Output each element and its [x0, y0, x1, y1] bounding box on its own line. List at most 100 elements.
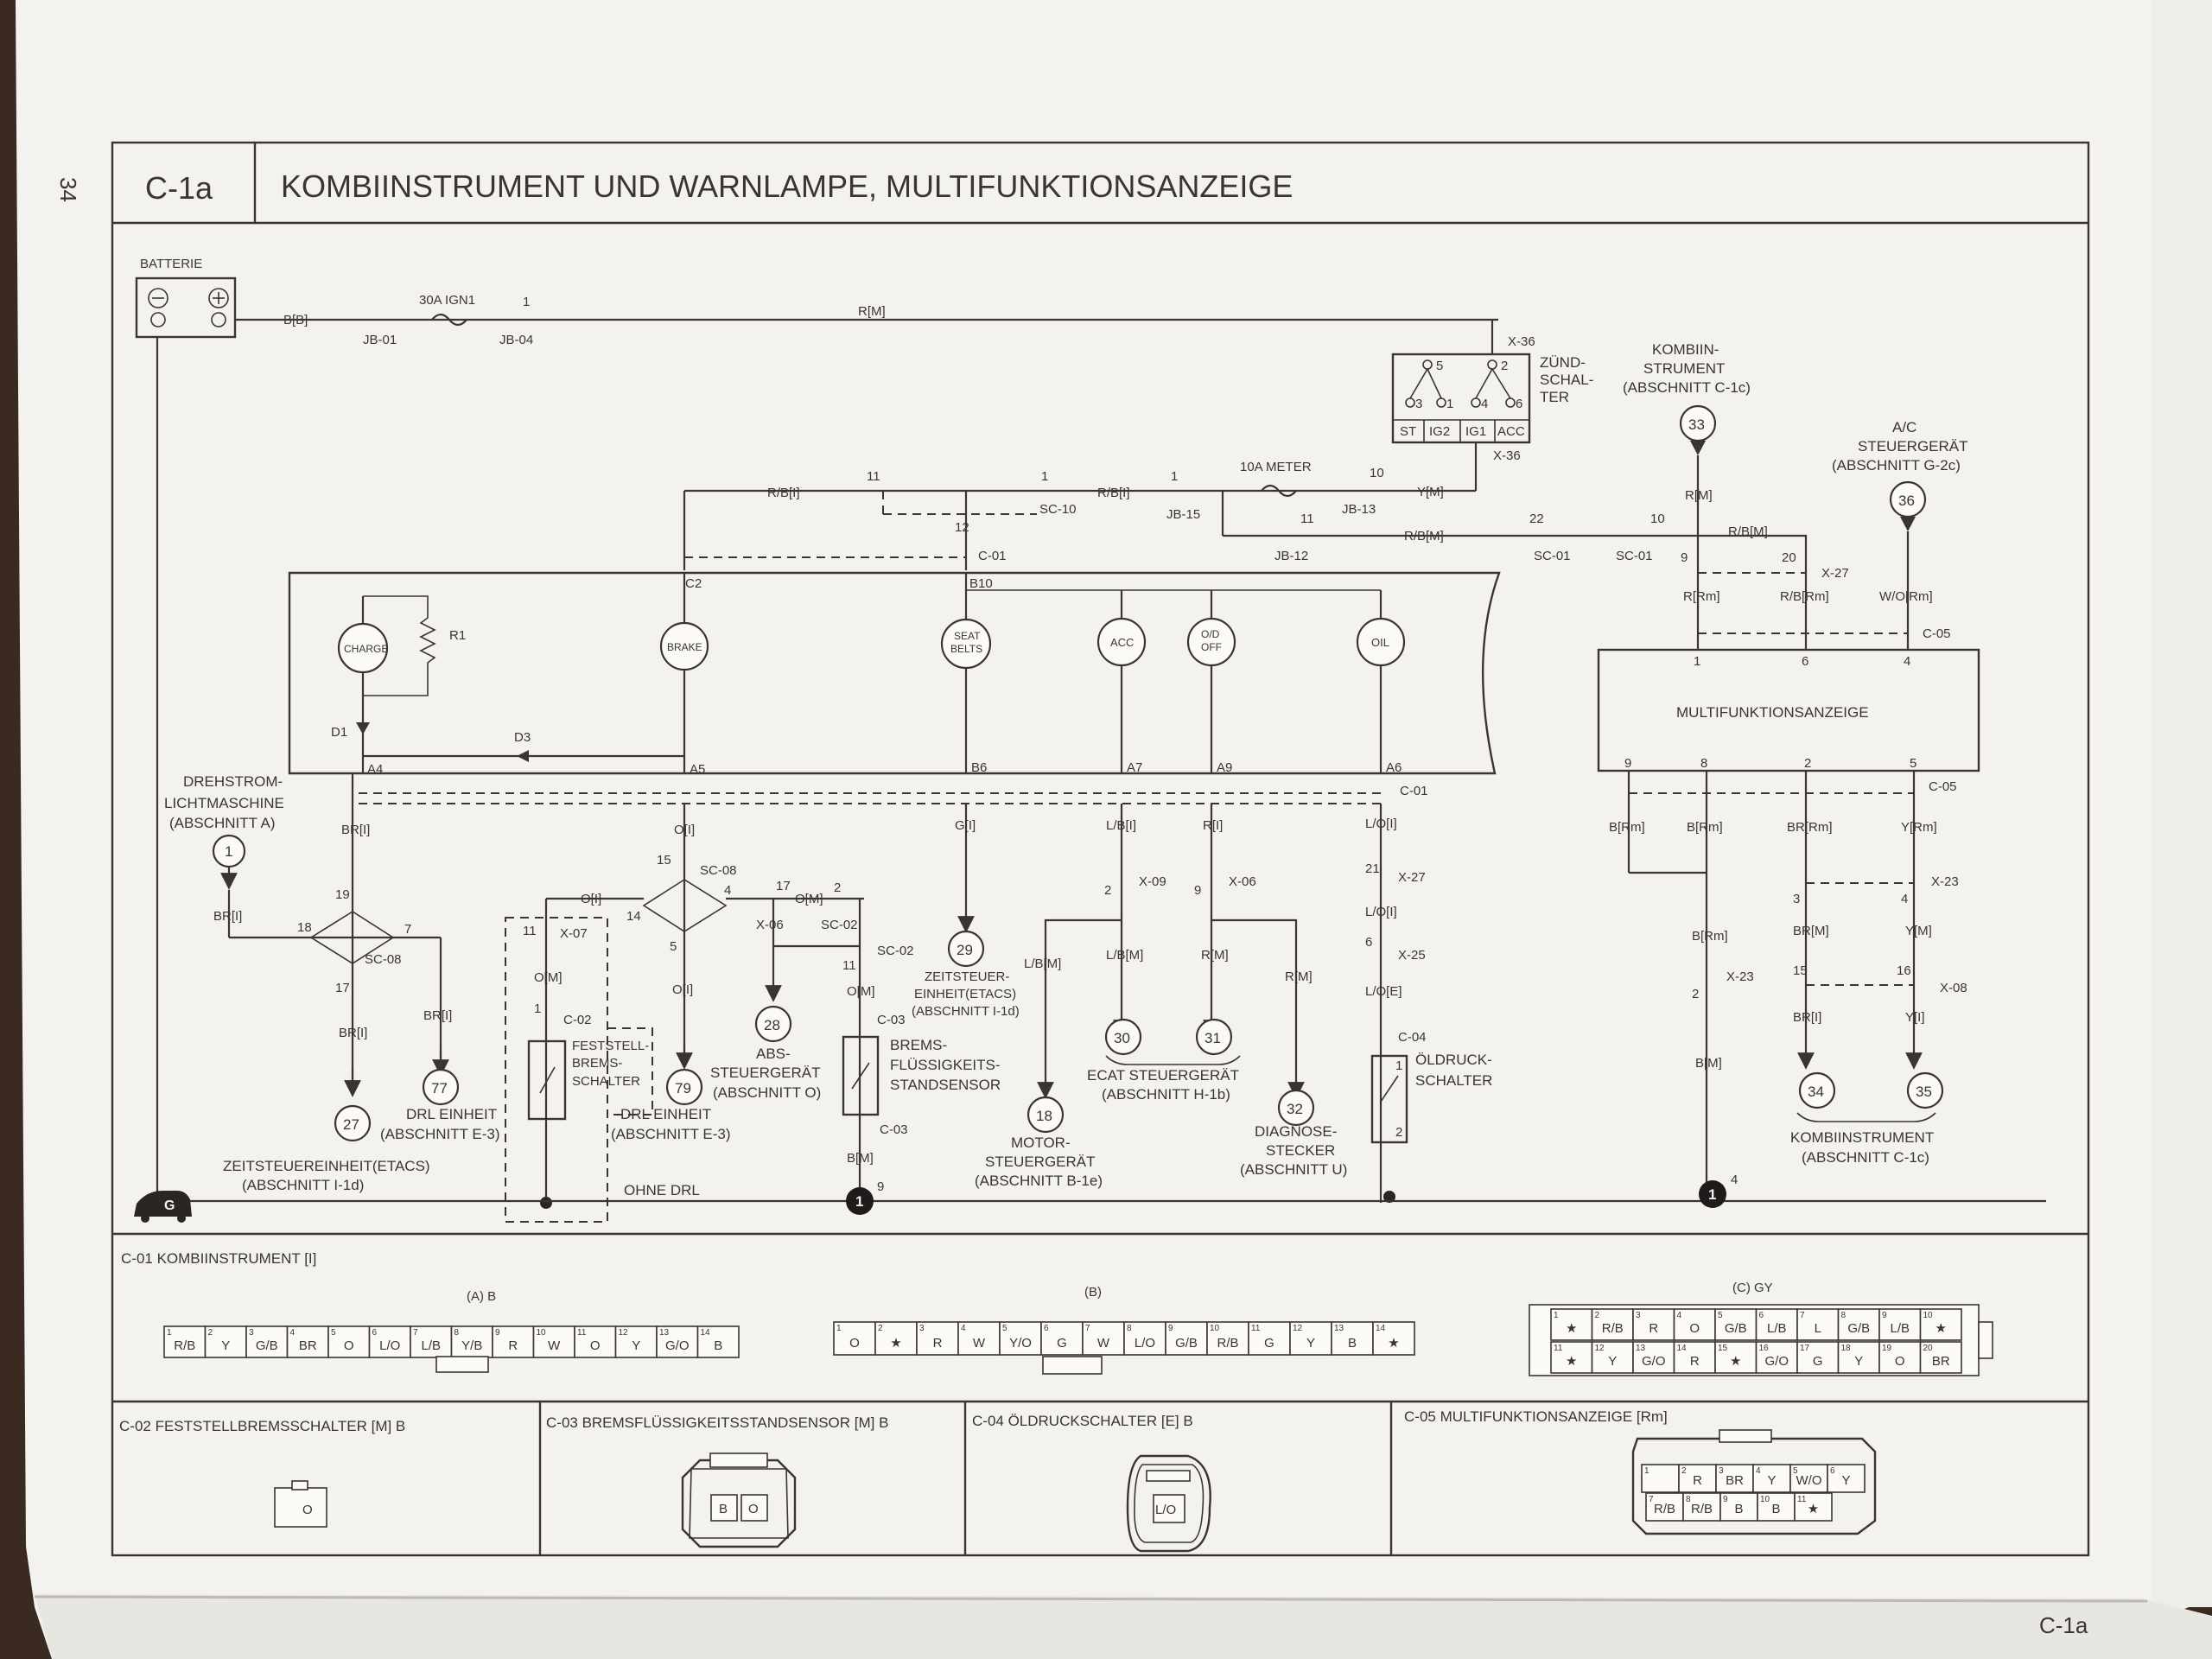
c01-c-row1-cell: [1755, 1308, 1798, 1341]
diagnose-l3: (ABSCHNITT U): [1240, 1161, 1347, 1178]
c05-row1-cell: [1752, 1464, 1791, 1493]
c01-b-cell: [1040, 1321, 1084, 1356]
drl77-l1: DRL EINHEIT: [406, 1106, 497, 1122]
c01-b-cell: [1123, 1321, 1166, 1356]
c05-row1-pin-color: BR: [1726, 1473, 1744, 1488]
pin-19: 19: [335, 887, 350, 902]
wire-om: O[M]: [534, 970, 563, 985]
c05-row1-pin-color: R: [1693, 1473, 1702, 1488]
c01-c-row2-pin-color: ★: [1566, 1354, 1577, 1369]
svg-text:B: B: [719, 1502, 728, 1516]
c01-a-pin-color: R/B: [174, 1338, 195, 1353]
c01-a-pin-number: 11: [577, 1328, 587, 1338]
pin-1-c02: 1: [534, 1001, 541, 1016]
ref-27-text: 27: [343, 1116, 359, 1133]
pin-7: 7: [404, 922, 411, 937]
c01-c-row2-cell: [1878, 1341, 1922, 1374]
wire-om2: O[M]: [795, 892, 823, 906]
c01-a-cell: [696, 1325, 740, 1358]
conn-a5: A5: [690, 762, 705, 777]
brake-fluid-sensor: [842, 1035, 880, 1116]
ref-36-text: 36: [1898, 493, 1915, 509]
wire-loi: L/O[I]: [1365, 817, 1397, 831]
c01-a-pin-color: B: [714, 1338, 722, 1353]
c01-c-row2-cell: [1550, 1341, 1593, 1374]
svg-text:O: O: [302, 1503, 313, 1517]
seat-label-2: BELTS: [950, 643, 982, 655]
c05-row2-pin-color: ★: [1808, 1502, 1819, 1516]
c01-b-pin-color: G: [1264, 1336, 1274, 1351]
c01-c-row1-pin-color: ★: [1936, 1321, 1947, 1336]
conn-a4: A4: [367, 762, 383, 777]
page-number: 34: [55, 177, 81, 202]
ref-32-text: 32: [1287, 1101, 1303, 1117]
fuse-ign1-label: 30A IGN1: [419, 293, 475, 308]
c01-b-pin-number: 8: [1127, 1324, 1132, 1333]
c01-b-pin-color: W: [973, 1336, 986, 1351]
c01-a-pin-color: Y/B: [461, 1338, 482, 1353]
c01-a-pin-color: Y: [632, 1338, 640, 1353]
wire-yi: Y[I]: [1905, 1010, 1925, 1025]
c01-c-row1-pin-color: R/B: [1602, 1321, 1624, 1336]
c01-c-row1-pin-color: L: [1815, 1321, 1821, 1336]
pin-m2: 2: [1804, 756, 1811, 771]
oil-label: OIL: [1371, 636, 1389, 649]
pin-17-sc08: 17: [335, 981, 350, 995]
c01-c-row2-pin-number: 16: [1759, 1344, 1770, 1353]
c01-b-pin-number: 4: [961, 1324, 966, 1333]
pin-m6: 6: [1802, 654, 1808, 669]
pin-5: 5: [670, 939, 677, 954]
c01-c-row2-cell: [1837, 1341, 1880, 1374]
c05-row1-pin-number: 2: [1681, 1466, 1687, 1476]
c01-a-pin-number: 10: [537, 1328, 547, 1338]
c01-b-cell: [1372, 1321, 1415, 1356]
pin-9-x06: 9: [1194, 883, 1201, 898]
pin-2-x23b: 2: [1692, 987, 1699, 1001]
conn-x23: X-23: [1931, 874, 1959, 889]
c01-c-row1-pin-number: 9: [1882, 1311, 1887, 1320]
wire-rbm: R/B[M]: [1404, 529, 1444, 543]
wire-loe: L/O[E]: [1365, 984, 1402, 999]
c01-c-row2-cell: [1919, 1341, 1962, 1374]
c01-a-pin-number: 2: [208, 1328, 213, 1338]
wire-lbm2: L/B[M]: [1106, 948, 1143, 963]
c01-a-pin-color: L/B: [421, 1338, 441, 1353]
c01-c-row1-cell: [1591, 1308, 1634, 1341]
c01-a-cell: [656, 1325, 699, 1358]
c05-row2-cell: [1682, 1492, 1721, 1522]
c01-c-row1-pin-color: G/B: [1725, 1321, 1747, 1336]
c04-title: C-04 ÖLDRUCKSCHALTER [E] B: [972, 1413, 1193, 1429]
ecat-l1: ECAT STEUERGERÄT: [1087, 1067, 1239, 1084]
ref-31: [1195, 1018, 1233, 1056]
schematic-frame: [111, 141, 2090, 1557]
c01-c-title: (C) GY: [1732, 1281, 1773, 1295]
conn-b6: B6: [971, 760, 987, 775]
c01-c-row1-pin-number: 10: [1923, 1311, 1934, 1320]
c01-b-cell: [833, 1321, 876, 1356]
conn-jb01: JB-01: [363, 333, 397, 347]
ac-l2: STEUERGERÄT: [1858, 438, 1968, 454]
conn-x09: X-09: [1139, 874, 1166, 889]
header-title: KOMBIINSTRUMENT UND WARNLAMPE, MULTIFUNK…: [281, 168, 1293, 204]
ref-27: [334, 1104, 372, 1142]
pin-17-x06: 17: [776, 879, 791, 893]
c01-c-row1-pin-number: 8: [1841, 1311, 1847, 1320]
motor-l1: MOTOR-: [1011, 1135, 1071, 1151]
c01-a-pin-number: 5: [331, 1328, 336, 1338]
pin-9-ground: 9: [877, 1179, 884, 1194]
c01-b-cell: [1289, 1321, 1332, 1356]
c01-b-pin-number: 3: [919, 1324, 925, 1333]
drehstrom-l1: DREHSTROM-: [183, 773, 283, 790]
c01-c-row1-cell: [1550, 1308, 1593, 1341]
battery-label: BATTERIE: [140, 257, 202, 271]
c01-c-row2-cell: [1796, 1341, 1840, 1374]
c01-c-row2-pin-number: 15: [1718, 1344, 1728, 1353]
feststell-l1: FESTSTELL-: [572, 1039, 649, 1053]
c05-row2-pin-number: 11: [1797, 1495, 1807, 1504]
c01-a-cell: [410, 1325, 453, 1358]
c01-c-row2-pin-color: R: [1690, 1354, 1700, 1369]
c05-row2-pin-number: 9: [1723, 1495, 1728, 1504]
pin-11-sc10: 11: [867, 469, 880, 484]
c01-c-row1-pin-number: 5: [1718, 1311, 1723, 1320]
c01-b-cell: [874, 1321, 918, 1356]
